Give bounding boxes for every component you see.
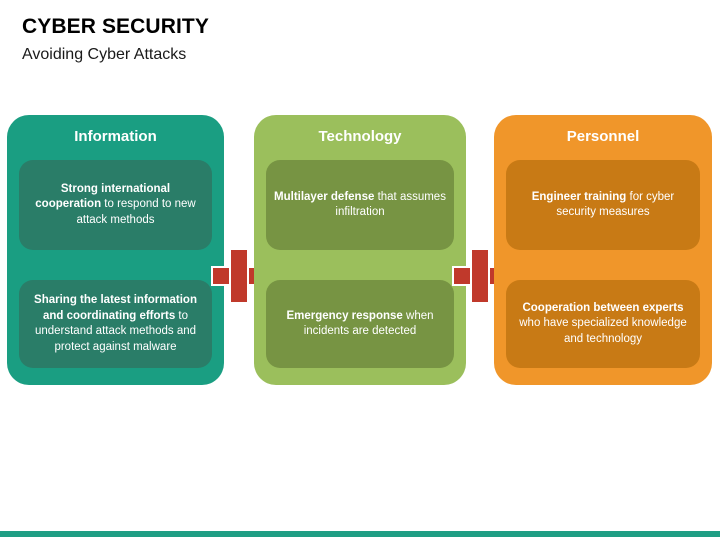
pillar-technology[interactable]: Technology Multilayer defense that assum… — [254, 115, 466, 385]
page-title: CYBER SECURITY — [22, 15, 209, 38]
card-technology-2-rest: when incidents are detected — [303, 309, 434, 338]
card-personnel-2-text: Cooperation between experts who have spe… — [514, 301, 692, 348]
card-technology-2-text: Emergency response when incidents are de… — [274, 309, 446, 340]
card-personnel-1-bold: Engineer training — [531, 190, 627, 203]
plus-vertical-bar — [470, 248, 490, 304]
card-information-2-text: Sharing the latest information and coord… — [27, 293, 204, 355]
card-technology-2[interactable]: Emergency response when incidents are de… — [266, 280, 454, 368]
plus-connector-1 — [211, 248, 267, 304]
card-information-1-rest: to respond to new attack methods — [76, 198, 196, 226]
card-information-1-bold: Strong international cooperation — [35, 182, 171, 211]
card-personnel-2-bold: Cooperation between experts — [522, 301, 684, 314]
card-technology-1-rest: that assumes infiltration — [335, 190, 446, 219]
pillar-title-personnel: Personnel — [566, 128, 640, 145]
card-personnel-1[interactable]: Engineer training for cyber security mea… — [506, 160, 700, 250]
card-technology-1-text: Multilayer defense that assumes infiltra… — [274, 190, 446, 221]
card-personnel-1-text: Engineer training for cyber security mea… — [514, 190, 692, 221]
card-information-1-text: Strong international cooperation to resp… — [27, 182, 204, 229]
card-technology-1[interactable]: Multilayer defense that assumes infiltra… — [266, 160, 454, 250]
pillar-personnel[interactable]: Personnel Engineer training for cyber se… — [494, 115, 712, 385]
slide-header: CYBER SECURITY Avoiding Cyber Attacks — [22, 14, 522, 66]
card-information-2-bold: Sharing the latest information and coord… — [34, 294, 197, 322]
card-personnel-1-rest: for cyber security measures — [556, 190, 675, 219]
pillar-information[interactable]: Information Strong international coopera… — [7, 115, 224, 385]
card-technology-2-bold: Emergency response — [286, 309, 403, 322]
footer-accent-bar — [0, 531, 720, 537]
card-personnel-2[interactable]: Cooperation between experts who have spe… — [506, 280, 700, 368]
card-information-2-rest: to understand attack methods and protect… — [34, 309, 197, 353]
page-subtitle: Avoiding Cyber Attacks — [22, 46, 187, 63]
card-information-1[interactable]: Strong international cooperation to resp… — [19, 160, 212, 250]
card-technology-1-bold: Multilayer defense — [274, 190, 375, 203]
card-information-2[interactable]: Sharing the latest information and coord… — [19, 280, 212, 368]
card-personnel-2-rest: who have specialized knowledge and techn… — [519, 317, 687, 345]
pillar-title-technology: Technology — [318, 128, 402, 145]
pillar-title-information: Information — [74, 128, 157, 145]
plus-vertical-bar — [229, 248, 249, 304]
